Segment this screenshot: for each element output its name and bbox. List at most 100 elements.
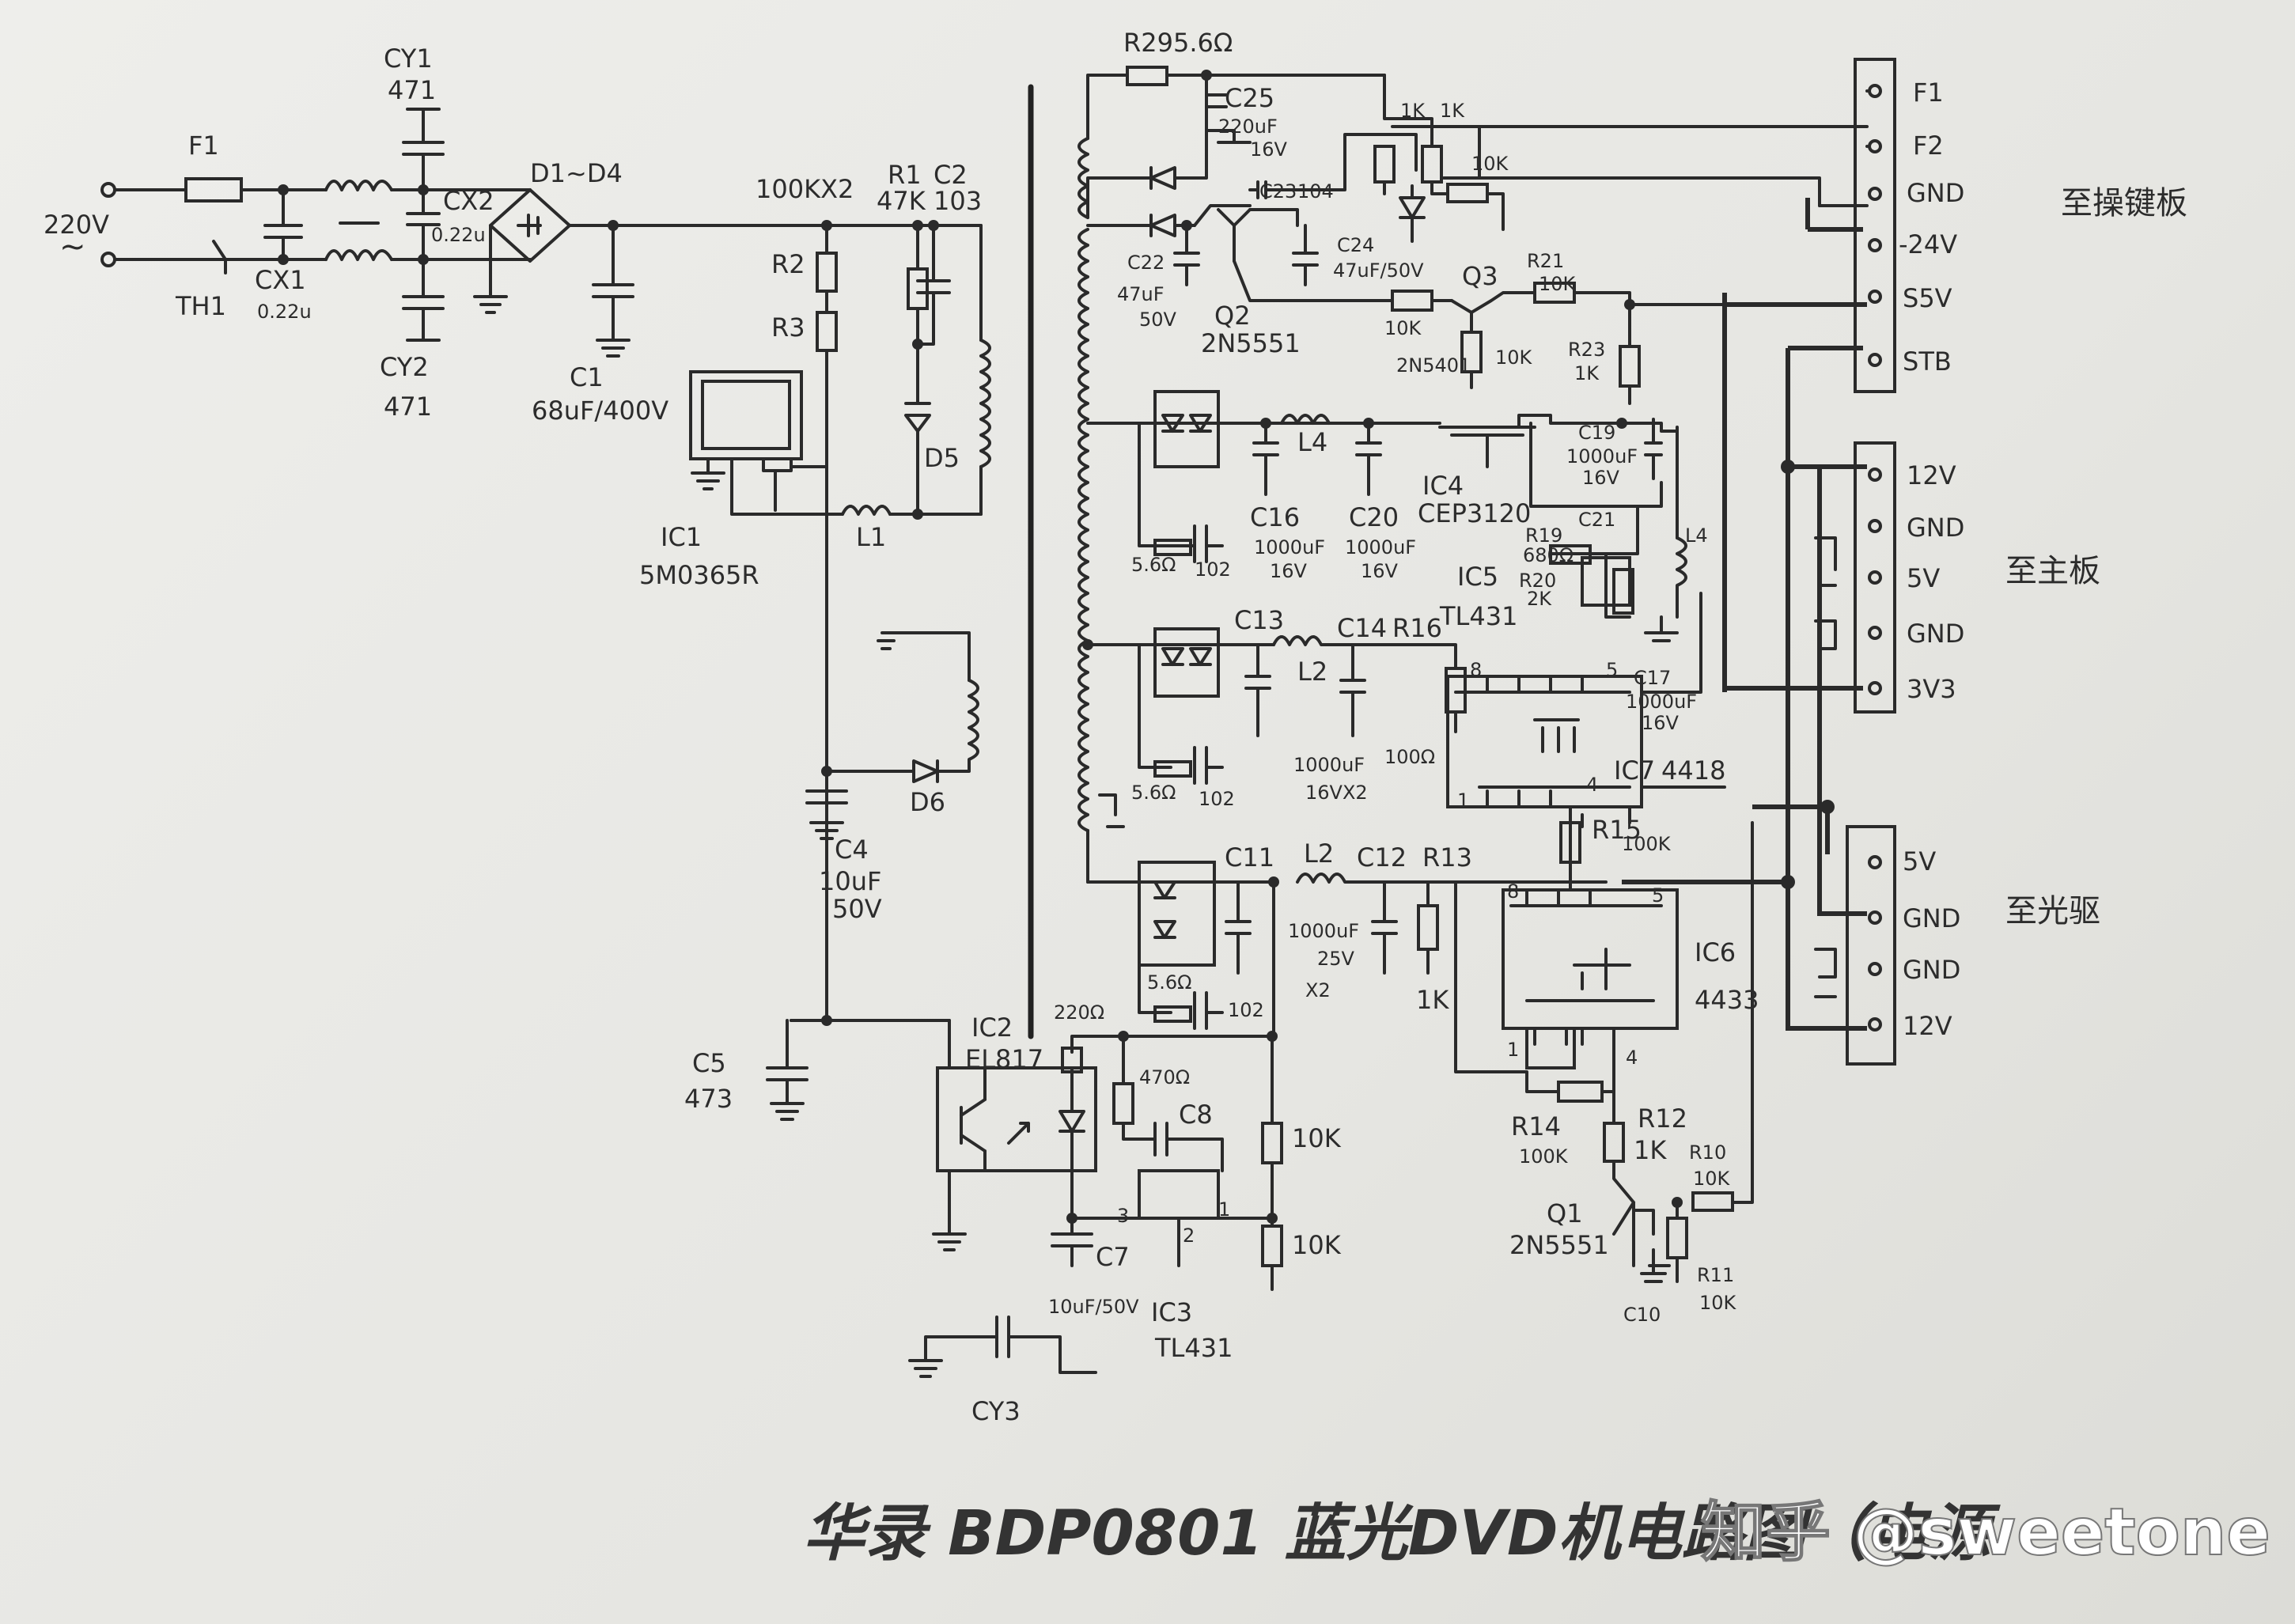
choke-top <box>324 180 393 191</box>
label-c8: C8 <box>1179 1100 1213 1130</box>
feedback-section <box>1051 1031 1283 1291</box>
label-c22-value: 47uF <box>1117 283 1165 305</box>
label-r21-value: 10K <box>1539 273 1577 295</box>
pin-kb-neg24v: -24V <box>1899 229 1957 259</box>
ic3-body <box>1138 1169 1220 1220</box>
connector-mb-label: 至主板 <box>2005 553 2100 589</box>
connector-mainboard <box>1854 441 1896 714</box>
label-r13-value: 1K <box>1416 985 1449 1015</box>
label-r12: R12 <box>1638 1103 1687 1134</box>
label-c19-value: 1000uF <box>1566 445 1638 468</box>
label-th1: TH1 <box>175 291 226 321</box>
thermistor-th1 <box>212 240 227 274</box>
label-r20: R20 <box>1519 570 1556 592</box>
label-q2: Q2 <box>1214 301 1251 331</box>
label-c16-voltage: 16V <box>1270 560 1308 582</box>
connector-kb-label: 至操键板 <box>2061 185 2187 221</box>
label-cy1-value: 471 <box>388 75 436 105</box>
label-ic1: IC1 <box>661 522 702 552</box>
label-ic6-pin5: 5 <box>1652 884 1664 907</box>
output-bus <box>1622 198 1867 1031</box>
label-c14: C14 <box>1337 613 1387 643</box>
label-r12-value: 1K <box>1634 1135 1667 1165</box>
label-r3: R3 <box>771 312 805 343</box>
label-c13-voltage: 16VX2 <box>1305 782 1368 804</box>
label-f1: F1 <box>188 131 219 161</box>
label-r10: R10 <box>1689 1141 1726 1164</box>
label-c17: C17 <box>1634 667 1671 689</box>
connector-keyboard <box>1818 58 1896 393</box>
label-r2r3-value: 100KX2 <box>756 174 854 204</box>
label-snub3-r: 5.6Ω <box>1147 971 1192 994</box>
pin-dr-gnd-a: GND <box>1903 903 1960 933</box>
label-r29: R29 <box>1123 28 1173 58</box>
pin-mb-5v: 5V <box>1907 563 1940 593</box>
label-r16-value: 100Ω <box>1384 746 1435 768</box>
pin-dr-5v: 5V <box>1903 846 1936 876</box>
ic2-optocoupler-body <box>936 1066 1097 1172</box>
label-c13-value: 1000uF <box>1293 754 1365 776</box>
label-c19-voltage: 16V <box>1582 467 1620 489</box>
label-ic6-pin8: 8 <box>1507 880 1519 903</box>
label-ic6: IC6 <box>1695 937 1736 967</box>
label-ic3: IC3 <box>1151 1297 1192 1327</box>
label-cy2-value: 471 <box>384 392 432 422</box>
label-q3-value: 2N5401 <box>1396 354 1471 377</box>
label-c2-value: 103 <box>934 186 982 216</box>
label-ic6-pin4: 4 <box>1626 1047 1638 1069</box>
label-c22-voltage: 50V <box>1139 309 1177 331</box>
label-d6: D6 <box>910 787 945 817</box>
label-c1: C1 <box>570 362 604 392</box>
label-c13: C13 <box>1234 605 1284 635</box>
label-r29-value: 5.6Ω <box>1173 28 1233 58</box>
label-r10-value: 10K <box>1693 1168 1731 1190</box>
label-r1-value: 47K <box>877 186 926 216</box>
rail-3v3-section <box>1082 592 1726 828</box>
label-r23-value: 1K <box>1574 362 1600 384</box>
label-r2: R2 <box>771 249 805 279</box>
label-r19-value: 680Ω <box>1523 544 1574 566</box>
pin-kb-f2: F2 <box>1913 131 1944 161</box>
label-r13: R13 <box>1422 842 1472 873</box>
label-c20-value: 1000uF <box>1345 536 1416 558</box>
label-c17-value: 1000uF <box>1626 691 1697 713</box>
watermark: 知乎 @sweetone <box>1700 1494 2271 1571</box>
label-l2-b: L2 <box>1304 838 1334 869</box>
label-r11-value: 10K <box>1699 1292 1737 1314</box>
label-r-10k-e: 10K <box>1471 153 1509 175</box>
label-c11-count: X2 <box>1305 979 1331 1001</box>
label-cx1-value: 0.22u <box>257 301 312 323</box>
label-r15: R15 <box>1592 815 1642 845</box>
label-cx2-value: 0.22u <box>431 224 486 246</box>
primary-section <box>689 84 1097 1378</box>
label-c7: C7 <box>1096 1242 1130 1272</box>
label-c24-value: 47uF/50V <box>1333 259 1424 282</box>
label-c16: C16 <box>1250 502 1300 532</box>
pin-mb-gnd-a: GND <box>1907 513 1964 543</box>
label-c25-voltage: 16V <box>1250 138 1288 161</box>
label-ic4-value: CEP3120 <box>1418 498 1531 528</box>
label-ac-tilde: ~ <box>59 229 86 265</box>
label-snub2-r: 5.6Ω <box>1131 782 1176 804</box>
pin-dr-gnd-b: GND <box>1903 955 1960 985</box>
label-c23: C23 <box>1259 180 1297 203</box>
pin-kb-stb: STB <box>1903 346 1952 377</box>
watermark-text: 知乎 @sweetone <box>1701 1495 2270 1570</box>
label-r14-value: 100K <box>1519 1145 1569 1168</box>
label-c5-value: 473 <box>684 1084 733 1114</box>
label-c25: C25 <box>1225 83 1274 113</box>
label-r16: R16 <box>1392 613 1442 643</box>
label-r-1k-b: 1K <box>1440 100 1465 122</box>
label-c11-value: 1000uF <box>1288 920 1359 942</box>
label-ic6-value: 4433 <box>1695 985 1759 1015</box>
label-r15-value: 100K <box>1622 833 1672 855</box>
label-c4-voltage: 50V <box>832 894 882 924</box>
label-c11-voltage: 25V <box>1317 948 1355 970</box>
label-c4-value: 10uF <box>819 866 881 896</box>
rail-12v-section <box>1086 813 1754 1283</box>
label-c23-value: 104 <box>1297 180 1334 203</box>
pin-mb-gnd-b: GND <box>1907 619 1964 649</box>
label-ic7-pin4: 4 <box>1586 774 1598 796</box>
label-ic5-value: TL431 <box>1439 601 1517 631</box>
